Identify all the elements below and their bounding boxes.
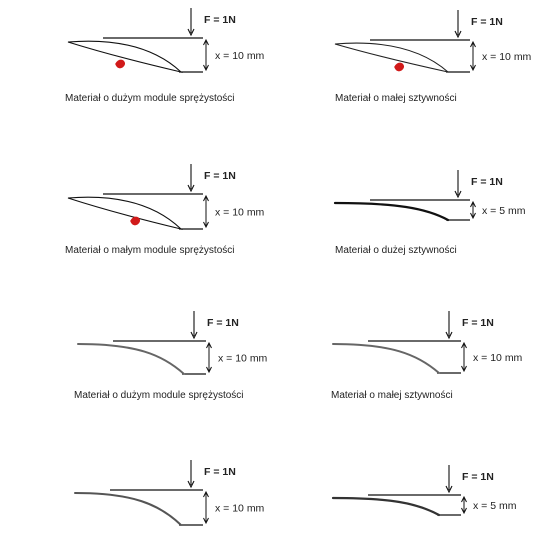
force-label: F = 1N [204, 170, 236, 182]
beam-outline [67, 196, 183, 231]
deflection-label: x = 5 mm [482, 205, 526, 217]
arrow-head-icon [461, 495, 467, 503]
arrow-head-icon [445, 485, 453, 494]
red-mark [394, 62, 405, 72]
deflection-label: x = 10 mm [473, 352, 523, 364]
deflection-label: x = 10 mm [482, 51, 532, 63]
force-label: F = 1N [204, 14, 236, 26]
arrow-head-icon [203, 194, 209, 202]
arrow-head-icon [470, 40, 476, 48]
arrow-head-icon [203, 490, 209, 498]
panel-caption: Materiał o dużym module sprężystości [65, 93, 235, 104]
arrow-head-icon [206, 341, 212, 349]
deflection-label: x = 10 mm [215, 50, 265, 62]
arrow-head-icon [454, 190, 462, 199]
beam-outline [334, 42, 449, 73]
arrow-head-icon [203, 221, 209, 229]
beam-panel: F = 1N x = 10 mm Materiał o małej sztywnoś… [331, 311, 523, 401]
deflection-label: x = 10 mm [215, 503, 265, 515]
beam-panel: F = 1N x = 10 mm Materiał o dużym module s… [65, 8, 265, 104]
red-mark [130, 216, 141, 226]
panel-caption: Materiał o dużym module sprężystości [74, 390, 244, 401]
force-label: F = 1N [462, 317, 494, 329]
panel-caption: Materiał o małej sztywności [335, 93, 457, 104]
red-mark [115, 59, 126, 69]
beam-panel: F = 1N x = 10 mm Materiał o małej sztywnoś… [334, 10, 532, 104]
arrow-head-icon [187, 28, 195, 37]
beam-curve [77, 343, 185, 375]
arrow-head-icon [461, 365, 467, 373]
force-label: F = 1N [462, 471, 494, 483]
arrow-head-icon [206, 366, 212, 374]
deflection-label: x = 10 mm [215, 207, 265, 219]
arrow-head-icon [187, 184, 195, 193]
arrow-head-icon [190, 331, 198, 340]
beam-outline [67, 40, 183, 74]
beam-panel: F = 1N x = 10 mm Materiał o dużym module s… [74, 311, 268, 401]
arrow-head-icon [461, 507, 467, 515]
arrow-head-icon [461, 341, 467, 349]
deflection-label: x = 10 mm [218, 353, 268, 365]
panel-caption: Materiał o dużej sztywności [335, 245, 457, 256]
panel-caption: Materiał o małym module sprężystości [65, 245, 235, 256]
force-label: F = 1N [471, 176, 503, 188]
arrow-head-icon [470, 200, 476, 208]
beam-curve [331, 496, 441, 517]
arrow-head-icon [187, 480, 195, 489]
arrow-head-icon [203, 38, 209, 46]
beam-curve [74, 492, 182, 526]
force-label: F = 1N [204, 466, 236, 478]
beam-panel: F = 1N x = 10 mm Materiał o małym module s… [65, 164, 265, 256]
arrow-head-icon [203, 64, 209, 72]
force-label: F = 1N [471, 16, 503, 28]
arrow-head-icon [470, 212, 476, 220]
beam-curve [332, 343, 440, 374]
arrow-head-icon [203, 517, 209, 525]
beam-panel: F = 1N x = 10 mm [74, 460, 265, 526]
arrow-head-icon [454, 30, 462, 39]
panel-caption: Materiał o małej sztywności [331, 390, 453, 401]
force-label: F = 1N [207, 317, 239, 329]
arrow-head-icon [470, 64, 476, 72]
beam-curve [333, 201, 450, 222]
deflection-label: x = 5 mm [473, 500, 517, 512]
beam-panel: F = 1N x = 5 mm Materiał o dużej sztywnośc… [333, 170, 526, 256]
beam-panel: F = 1N x = 5 mm [331, 465, 517, 517]
arrow-head-icon [445, 331, 453, 340]
